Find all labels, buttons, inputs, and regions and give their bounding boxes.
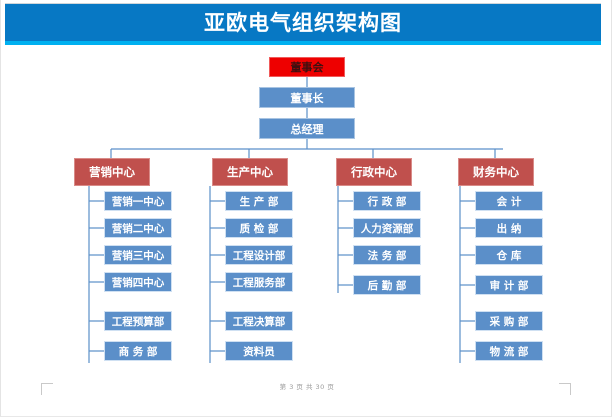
node-general-manager[interactable]: 总经理: [259, 118, 355, 139]
node-dept-marketing-1[interactable]: 营销一中心: [104, 191, 172, 211]
connector-lines: [88, 77, 503, 363]
node-dept-business[interactable]: 商 务 部: [104, 341, 172, 361]
node-dept-human-resources[interactable]: 人力资源部: [353, 218, 421, 238]
node-dept-quality-inspection[interactable]: 质 检 部: [225, 218, 293, 238]
node-dept-cashier[interactable]: 出 纳: [475, 218, 543, 238]
node-dept-purchasing[interactable]: 采 购 部: [475, 311, 543, 331]
title-banner: 亚欧电气组织架构图: [5, 3, 601, 41]
node-dept-administration[interactable]: 行 政 部: [353, 191, 421, 211]
node-dept-legal-affairs[interactable]: 法 务 部: [353, 245, 421, 265]
node-dept-marketing-2[interactable]: 营销二中心: [104, 218, 172, 238]
node-board[interactable]: 董事会: [269, 57, 345, 77]
page-title: 亚欧电气组织架构图: [204, 11, 402, 35]
node-dept-engineering-settlement[interactable]: 工程决算部: [225, 311, 293, 331]
title-banner-underline: [5, 41, 601, 45]
node-center-marketing[interactable]: 营销中心: [74, 158, 150, 186]
node-dept-engineering-budget[interactable]: 工程预算部: [104, 311, 172, 331]
node-dept-marketing-3[interactable]: 营销三中心: [104, 245, 172, 265]
node-dept-marketing-4[interactable]: 营销四中心: [104, 272, 172, 292]
node-dept-logistics[interactable]: 物 流 部: [475, 341, 543, 361]
margin-corner-bottom-left: [41, 383, 53, 395]
node-center-administration[interactable]: 行政中心: [336, 158, 412, 186]
node-dept-accounting[interactable]: 会 计: [475, 191, 543, 211]
node-dept-warehouse[interactable]: 仓 库: [475, 245, 543, 265]
node-dept-engineering-design[interactable]: 工程设计部: [225, 245, 293, 265]
page-footer: 第 3 页 共 30 页: [279, 383, 335, 391]
node-center-production[interactable]: 生产中心: [212, 158, 288, 186]
node-dept-audit[interactable]: 审 计 部: [475, 275, 543, 295]
node-dept-engineering-service[interactable]: 工程服务部: [225, 272, 293, 292]
node-center-finance[interactable]: 财务中心: [458, 158, 534, 186]
node-dept-production[interactable]: 生 产 部: [225, 191, 293, 211]
margin-corner-bottom-right: [559, 383, 571, 395]
node-dept-document-clerk[interactable]: 资料员: [225, 341, 293, 361]
org-chart: 董事会 董事长 总经理 营销中心 营销一中心 营销二中心 营销三中心 营销四中心…: [1, 45, 612, 375]
node-chairman[interactable]: 董事长: [259, 87, 355, 108]
node-dept-logistics-support[interactable]: 后 勤 部: [353, 275, 421, 295]
